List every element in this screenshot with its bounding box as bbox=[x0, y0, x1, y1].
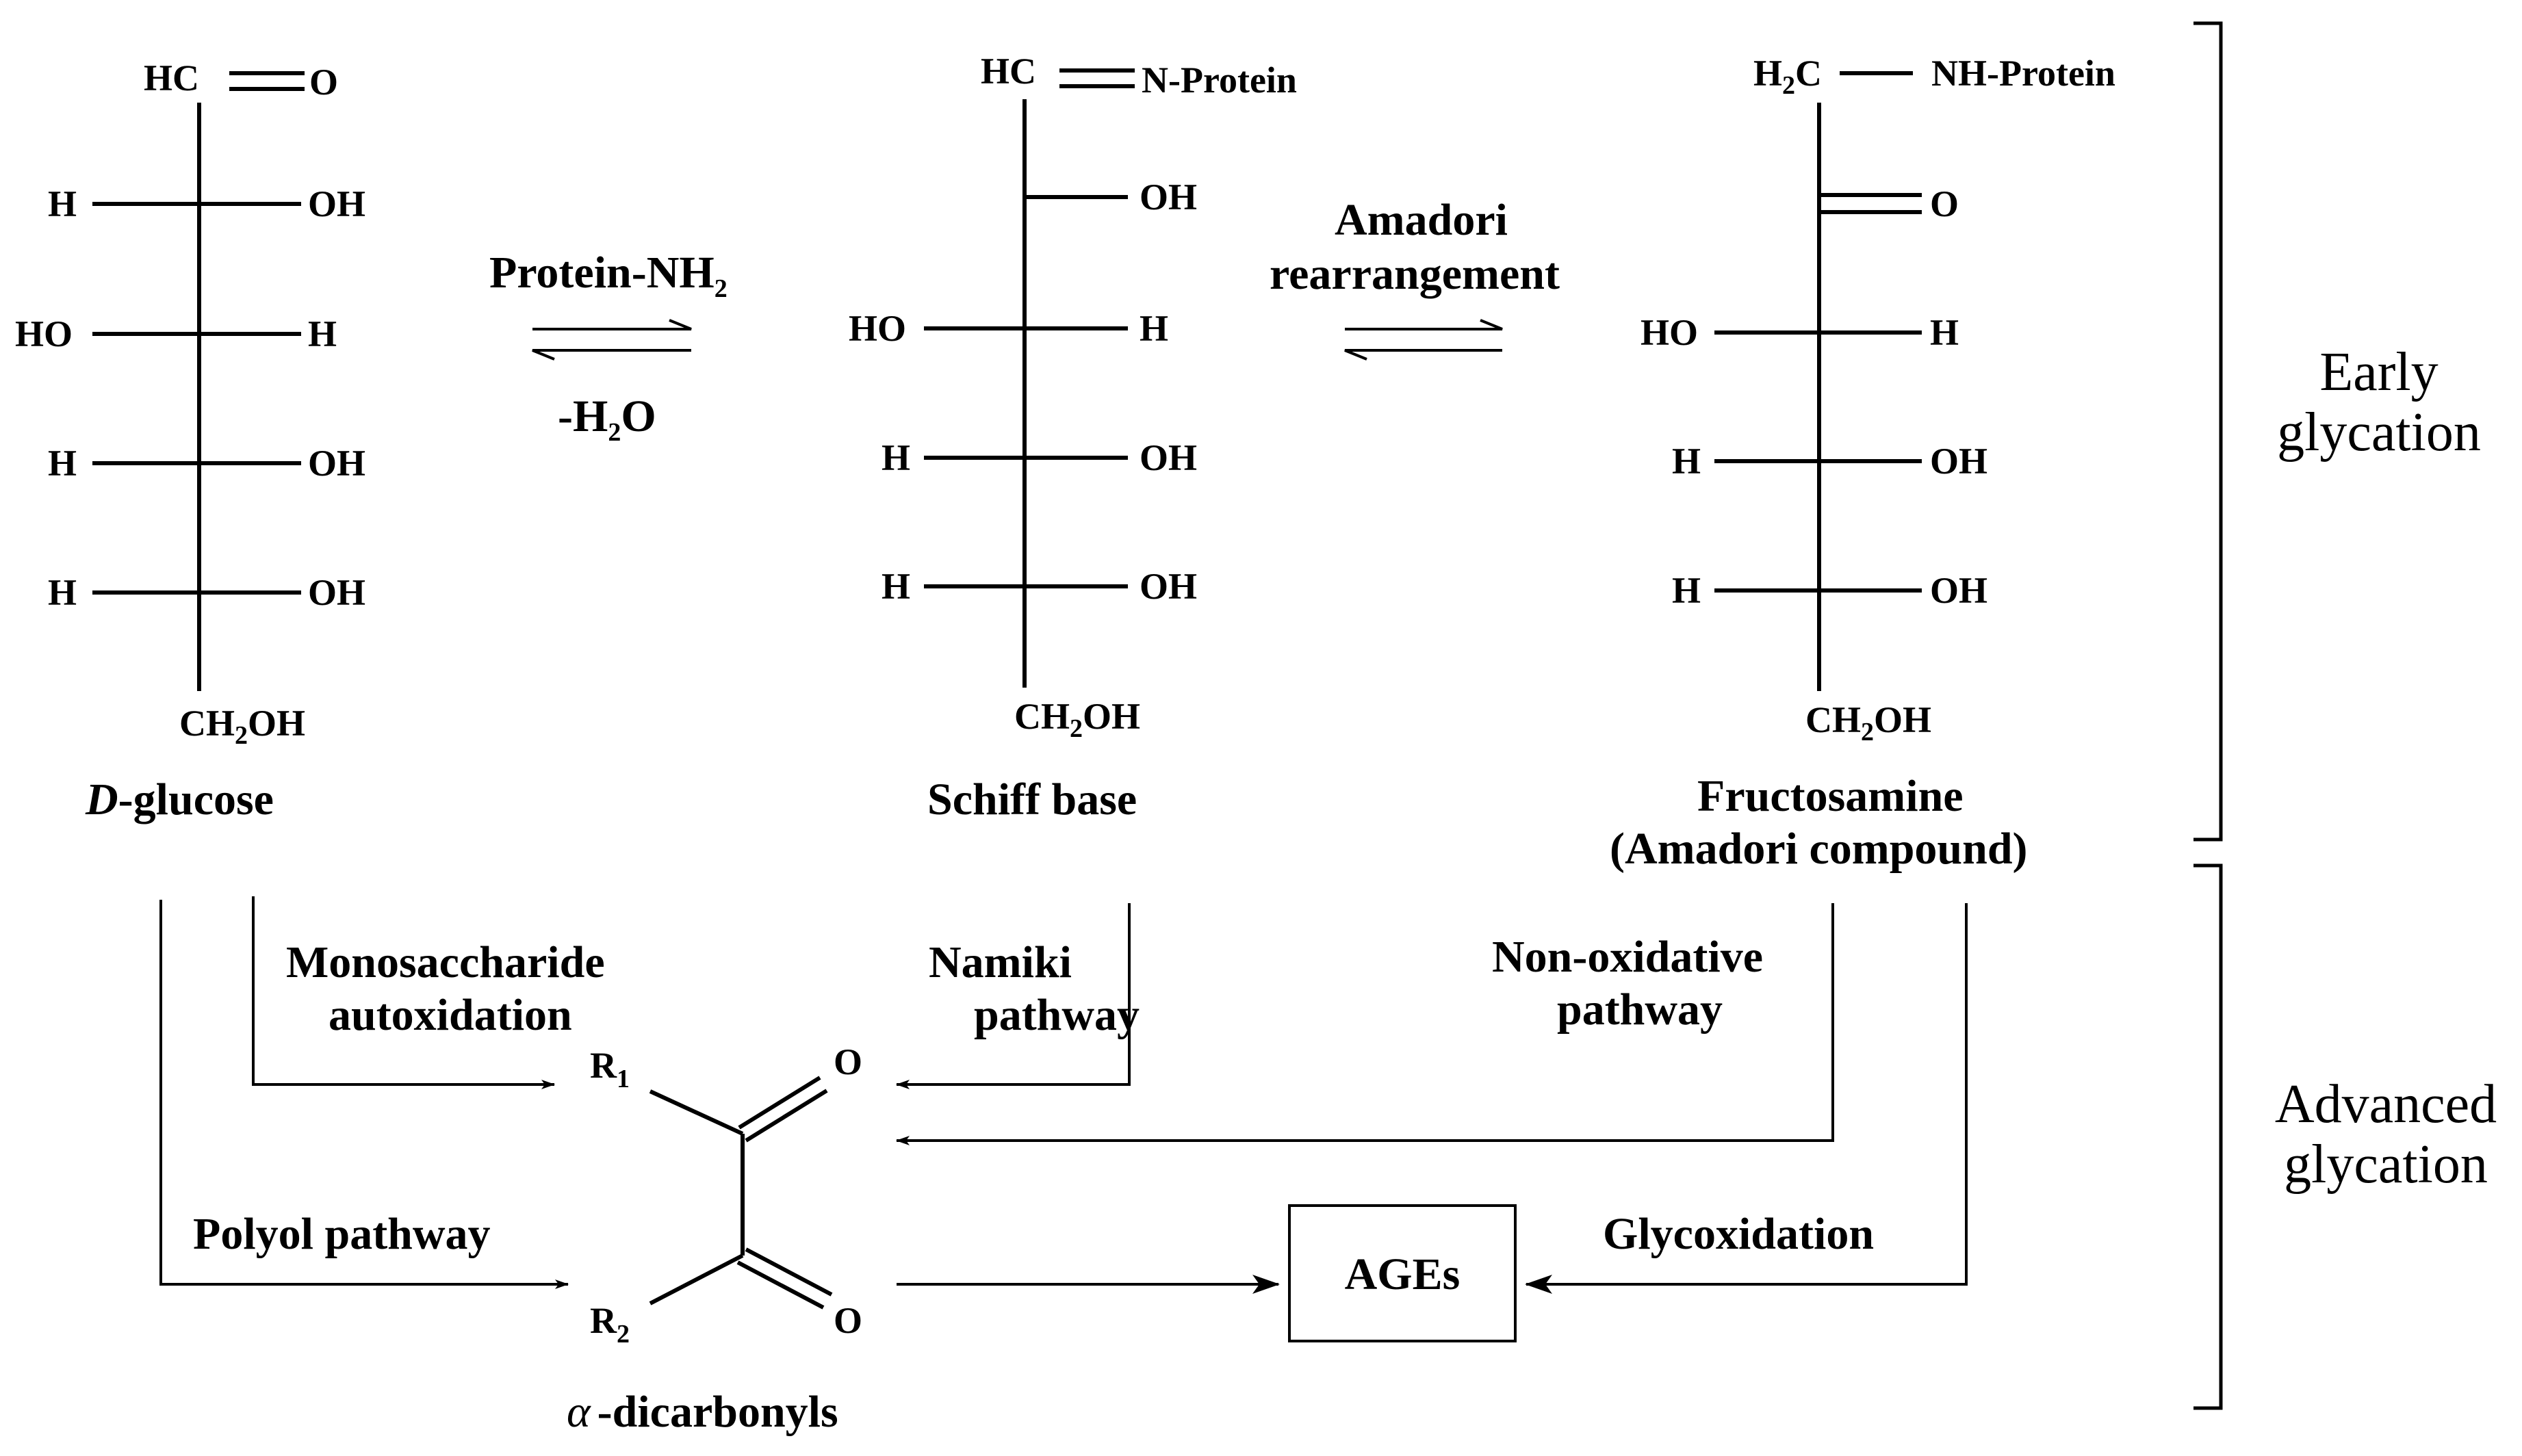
namiki-label-line1: Namiki bbox=[929, 937, 1072, 987]
advanced-glycation-bracket bbox=[2193, 863, 2223, 1410]
advanced-glycation-line1: Advanced bbox=[2275, 1074, 2497, 1134]
polyol-pathway-label: Polyol pathway bbox=[193, 1209, 491, 1259]
namiki-pathway-arrow bbox=[896, 903, 1131, 1089]
schiff-base-structure: HC N-Protein OH HO H H OH H OH CH2OH Sch… bbox=[849, 51, 1297, 824]
forward-arrow bbox=[532, 319, 692, 330]
fructosamine-row-2-right: OH bbox=[1930, 441, 1987, 482]
advanced-glycation-line2: glycation bbox=[2284, 1134, 2488, 1195]
fructosamine-carbonyl-o: O bbox=[1930, 183, 1959, 224]
early-glycation-line2: glycation bbox=[2277, 402, 2481, 463]
glycoxidation-label: Glycoxidation bbox=[1603, 1209, 1874, 1259]
alpha-dicarbonyl-structure: R1 O R2 O α-dicarbonyls bbox=[567, 1041, 862, 1437]
fructosamine-top-left: H2C bbox=[1753, 53, 1822, 100]
carbonyl-1-bond-b bbox=[745, 1089, 828, 1143]
d-glucose-structure: HC O H OH HO H H OH H OH CH2OH D-glucose bbox=[15, 57, 365, 824]
glucose-top-right: O bbox=[309, 62, 338, 103]
forward-arrow-2 bbox=[1345, 319, 1503, 330]
carbonyl-2-bond-a bbox=[736, 1260, 825, 1310]
early-glycation-line1: Early bbox=[2319, 342, 2438, 402]
glycoxidation-arrow bbox=[1525, 903, 1968, 1294]
glucose-row-3-right: OH bbox=[308, 443, 365, 484]
schiff-row-4-right: OH bbox=[1140, 566, 1197, 607]
r1-label: R1 bbox=[590, 1045, 630, 1093]
ages-label: AGEs bbox=[1345, 1249, 1461, 1299]
glucose-row-1-right: OH bbox=[308, 183, 365, 224]
fructosamine-row-3-right: OH bbox=[1930, 570, 1987, 611]
dicarbonyl-name: α-dicarbonyls bbox=[567, 1387, 838, 1437]
glucose-row-2-left: HO bbox=[15, 313, 73, 354]
fructosamine-row-2-left: H bbox=[1672, 441, 1701, 482]
schiff-row-1-right: OH bbox=[1140, 177, 1197, 218]
monosaccharide-autoxidation-arrow bbox=[252, 896, 555, 1089]
fructosamine-structure: H2C NH-Protein O HO H H OH H OH CH2OH Fr… bbox=[1610, 53, 2115, 874]
fructosamine-row-1-right: H bbox=[1930, 312, 1959, 353]
carbonyl-1-bond-a bbox=[738, 1076, 821, 1130]
reverse-arrow bbox=[532, 349, 691, 361]
reaction-step-2: Amadori rearrangement bbox=[1270, 195, 1560, 361]
fructosamine-row-3-left: H bbox=[1672, 570, 1701, 611]
fructosamine-name-line1: Fructosamine bbox=[1697, 771, 1964, 821]
schiff-row-2-left: HO bbox=[849, 308, 906, 349]
schiff-row-3-right: OH bbox=[1140, 437, 1197, 478]
r2-bond bbox=[649, 1253, 744, 1305]
namiki-label-line2: pathway bbox=[974, 990, 1140, 1040]
schiff-row-3-left: H bbox=[882, 437, 910, 478]
glucose-row-1-left: H bbox=[48, 183, 77, 224]
fructosamine-name-line2: (Amadori compound) bbox=[1610, 824, 2028, 874]
step2-label-line2: rearrangement bbox=[1270, 249, 1560, 299]
schiff-row-4-left: H bbox=[882, 566, 910, 607]
step1-byproduct: -H2O bbox=[558, 391, 656, 447]
monosaccharide-label-line2: autoxidation bbox=[329, 990, 572, 1040]
fructosamine-top-right: NH-Protein bbox=[1931, 53, 2115, 94]
monosaccharide-label-line1: Monosaccharide bbox=[286, 937, 605, 987]
reaction-step-1: Protein-NH2 -H2O bbox=[489, 248, 728, 447]
step2-label-line1: Amadori bbox=[1335, 195, 1508, 245]
fructosamine-bottom-group: CH2OH bbox=[1805, 699, 1931, 746]
glucose-name: D-glucose bbox=[85, 775, 274, 824]
o-top-label: O bbox=[834, 1041, 862, 1082]
non-oxidative-label-line2: pathway bbox=[1557, 985, 1723, 1035]
glucose-row-2-right: H bbox=[308, 313, 337, 354]
glucose-top-left: HC bbox=[144, 57, 199, 99]
ages-box bbox=[1288, 1204, 1517, 1342]
schiff-name: Schiff base bbox=[927, 775, 1137, 824]
carbonyl-2-bond-b bbox=[745, 1247, 833, 1297]
r2-label: R2 bbox=[590, 1300, 630, 1349]
glucose-row-3-left: H bbox=[48, 443, 77, 484]
schiff-bottom-group: CH2OH bbox=[1014, 696, 1140, 743]
step1-reagent: Protein-NH2 bbox=[489, 248, 728, 303]
glucose-bottom-group: CH2OH bbox=[179, 703, 305, 750]
non-oxidative-label-line1: Non-oxidative bbox=[1492, 932, 1763, 982]
non-oxidative-pathway-arrow bbox=[896, 903, 1834, 1145]
reverse-arrow-2 bbox=[1344, 349, 1502, 361]
r1-bond bbox=[649, 1089, 744, 1136]
glucose-row-4-right: OH bbox=[308, 572, 365, 613]
glucose-row-4-left: H bbox=[48, 572, 77, 613]
schiff-row-2-right: H bbox=[1140, 308, 1168, 349]
fructosamine-row-1-left: HO bbox=[1640, 312, 1698, 353]
early-glycation-bracket bbox=[2193, 21, 2223, 842]
o-bottom-label: O bbox=[834, 1300, 862, 1341]
schiff-top-left: HC bbox=[981, 51, 1036, 92]
polyol-pathway-arrow bbox=[159, 900, 569, 1289]
schiff-top-right: N-Protein bbox=[1142, 60, 1297, 101]
